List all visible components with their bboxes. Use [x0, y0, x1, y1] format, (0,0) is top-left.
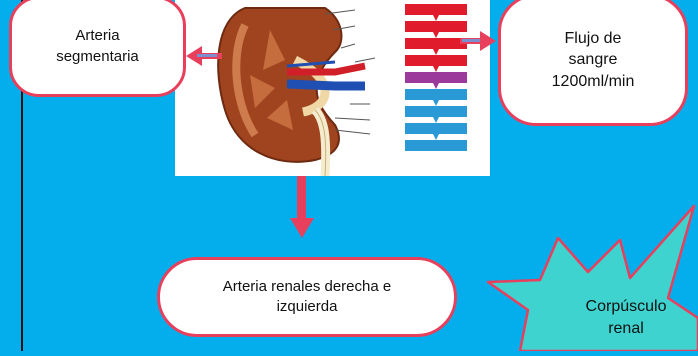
arrow-to-renales [290, 176, 314, 238]
flow-block [405, 55, 467, 66]
flow-arrow [433, 32, 439, 38]
arterias-renales-box: Arteria renales derecha e izquierda [157, 257, 457, 337]
flow-arrow [433, 117, 439, 123]
corpusculo-renal-star: Corpúsculo renal [480, 200, 698, 353]
flow-block [405, 21, 467, 32]
flow-arrow [433, 100, 439, 106]
flow-arrow [433, 83, 439, 89]
arteria-segmentaria-box: Arteria segmentaria [9, 0, 186, 97]
flujo-sangre-box: Flujo de sangre 1200ml/min [498, 0, 688, 126]
star-shape [486, 204, 698, 353]
flow-arrow [433, 49, 439, 55]
arrow-highlight [197, 54, 217, 57]
left-border-line [21, 0, 23, 351]
flow-block [405, 106, 467, 117]
flow-block [405, 140, 467, 151]
flow-block [405, 4, 467, 15]
arterias-renales-label: Arteria renales derecha e izquierda [222, 277, 392, 315]
flow-arrow [433, 134, 439, 140]
flow-block [405, 123, 467, 134]
flow-arrow [433, 66, 439, 72]
corpusculo-renal-label: Corpúsculo renal [585, 298, 667, 338]
flow-arrow [433, 15, 439, 21]
flow-block [405, 38, 467, 49]
flow-block [405, 72, 467, 83]
flujo-sangre-label: Flujo de sangre 1200ml/min [551, 29, 635, 90]
arteria-segmentaria-label: Arteria segmentaria [56, 27, 139, 65]
flow-block [405, 89, 467, 100]
